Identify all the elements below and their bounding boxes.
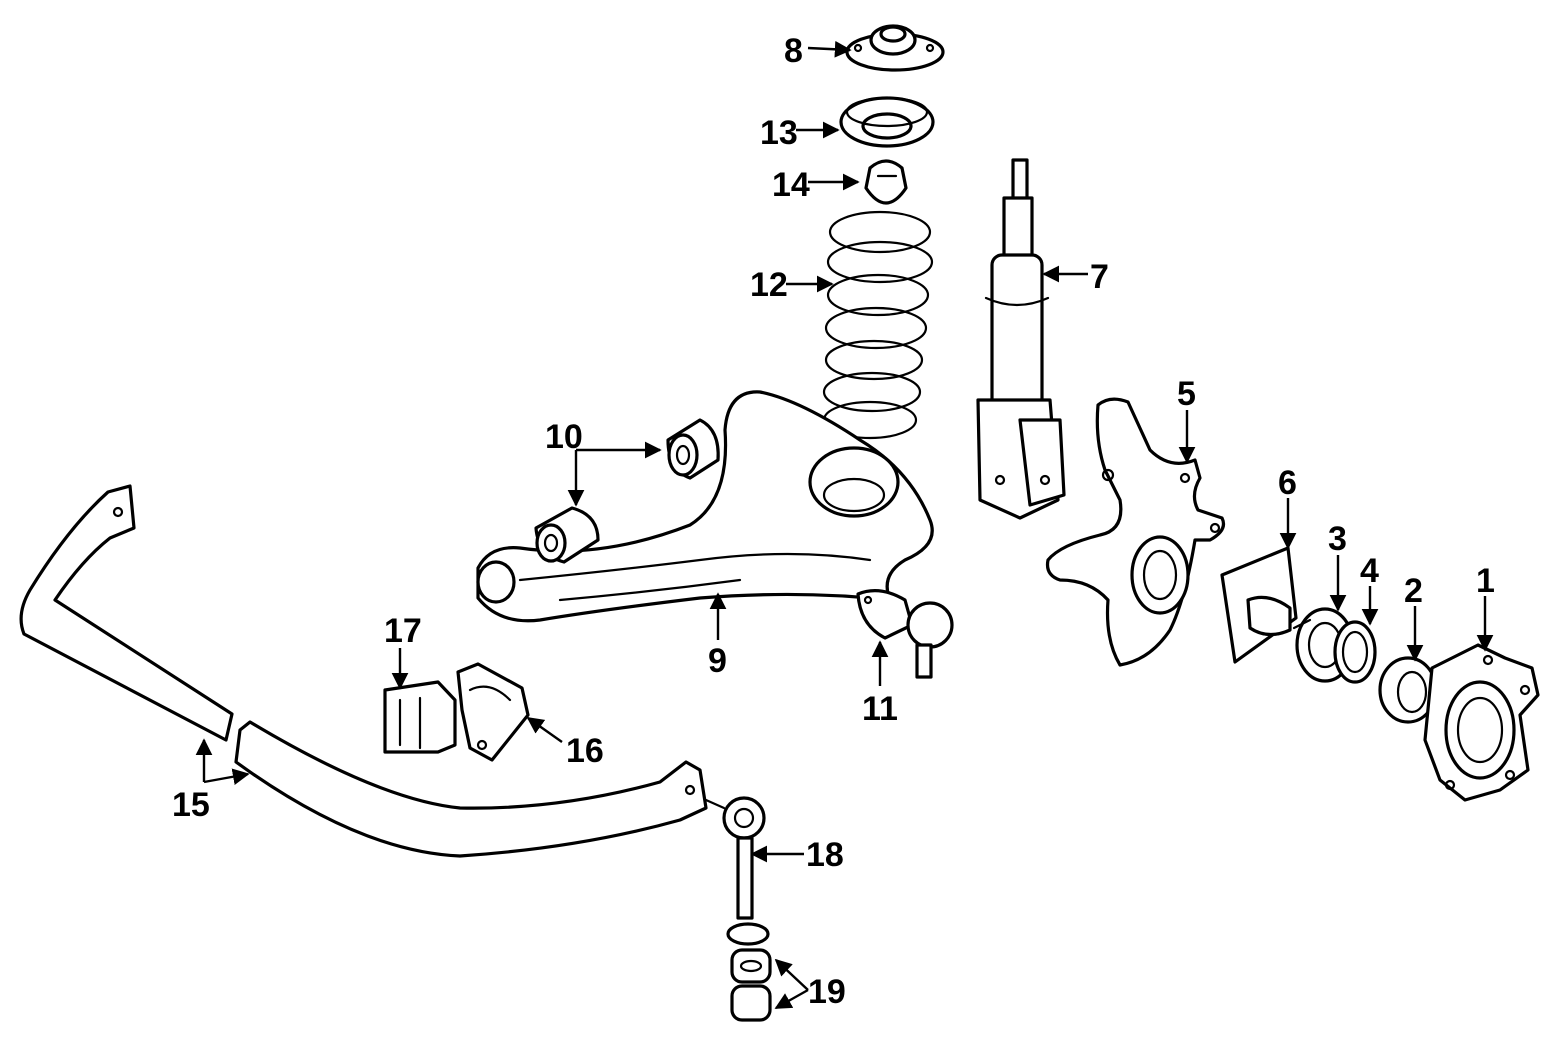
part-strut-mount	[845, 24, 945, 72]
part-outer-bearing	[1378, 656, 1438, 724]
callout-10: 10	[545, 418, 583, 456]
part-link-bushings	[726, 922, 772, 1022]
callout-3: 3	[1328, 520, 1347, 558]
callout-8: 8	[784, 32, 803, 70]
callout-9: 9	[708, 642, 727, 680]
callout-6: 6	[1278, 464, 1297, 502]
leader-8	[807, 40, 852, 58]
leader-15b	[203, 768, 250, 785]
leader-19b	[774, 988, 809, 1010]
part-bar-bushing	[383, 680, 457, 754]
part-coil-spring	[822, 210, 934, 440]
part-jounce-bumper	[864, 159, 908, 205]
callout-2: 2	[1404, 572, 1423, 610]
callout-18: 18	[806, 836, 844, 874]
part-control-arm-bushing	[534, 418, 720, 564]
part-stabilizer-bar	[19, 484, 708, 858]
callout-12: 12	[750, 266, 788, 304]
part-steering-knuckle	[1045, 397, 1226, 667]
part-spring-seat	[839, 96, 935, 148]
callout-16: 16	[566, 732, 604, 770]
callout-15: 15	[172, 786, 210, 824]
callout-17: 17	[384, 612, 422, 650]
callout-7: 7	[1090, 258, 1109, 296]
leader-lines	[195, 40, 1494, 1010]
callout-11: 11	[862, 690, 898, 728]
callout-5: 5	[1177, 375, 1196, 413]
part-stabilizer-link	[704, 796, 766, 920]
callout-labels: 1 2 3 4 5 6 7 8 9 10 11 12 13 14 15 16 1…	[172, 32, 1495, 1011]
callout-14: 14	[772, 166, 810, 204]
part-bearing-race	[1333, 620, 1377, 684]
part-ball-joint	[856, 589, 954, 679]
part-control-arm	[476, 390, 934, 623]
part-hub	[1423, 643, 1540, 802]
leader-19a	[774, 958, 809, 991]
callout-19: 19	[808, 973, 846, 1011]
part-shock-absorber	[976, 158, 1066, 520]
part-dust-shield	[1220, 546, 1298, 664]
callout-4: 4	[1360, 552, 1379, 590]
part-bushing-bracket	[456, 662, 530, 762]
callout-13: 13	[760, 114, 798, 152]
leader-16	[526, 717, 563, 743]
callout-1: 1	[1476, 562, 1495, 600]
